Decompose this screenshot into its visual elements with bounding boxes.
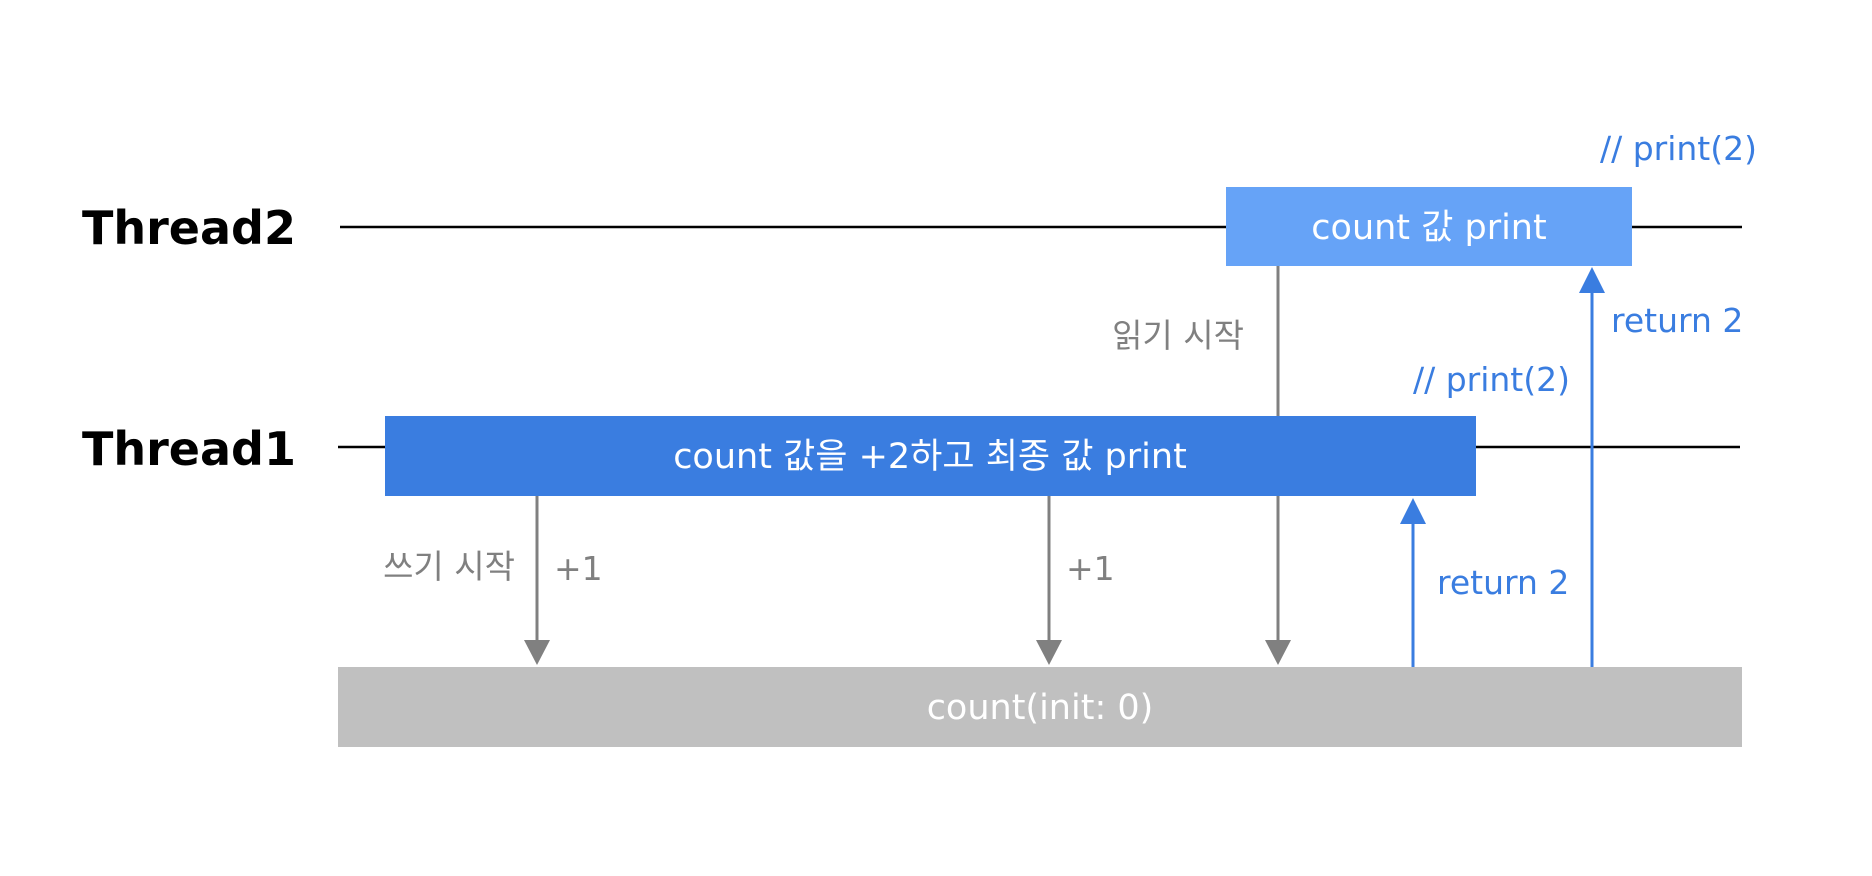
memory-bar (338, 667, 1742, 747)
increment-arrow-2 (1036, 496, 1062, 665)
return-arrow-thread2 (1579, 267, 1605, 667)
read-start-label: 읽기 시작 (1112, 316, 1244, 355)
return-label-thread1: return 2 (1437, 563, 1569, 602)
thread2-box-label: count 값 print (1311, 208, 1546, 248)
thread2-box (1226, 187, 1632, 266)
memory-label: count(init: 0) (927, 688, 1154, 728)
thread2-label: Thread2 (82, 201, 296, 255)
thread1-print-note: // print(2) (1413, 360, 1570, 399)
return-label-thread2: return 2 (1611, 301, 1743, 340)
thread1-label: Thread1 (82, 422, 296, 476)
write-start-arrow (524, 496, 550, 665)
thread2-print-note: // print(2) (1600, 129, 1757, 168)
thread1-box-label: count 값을 +2하고 최종 값 print (673, 437, 1187, 477)
increment-label-2: +1 (1066, 549, 1115, 588)
return-arrow-thread1 (1400, 498, 1426, 667)
thread1-box (385, 416, 1476, 496)
write-start-label: 쓰기 시작 (383, 547, 515, 586)
increment-label-1: +1 (554, 549, 603, 588)
